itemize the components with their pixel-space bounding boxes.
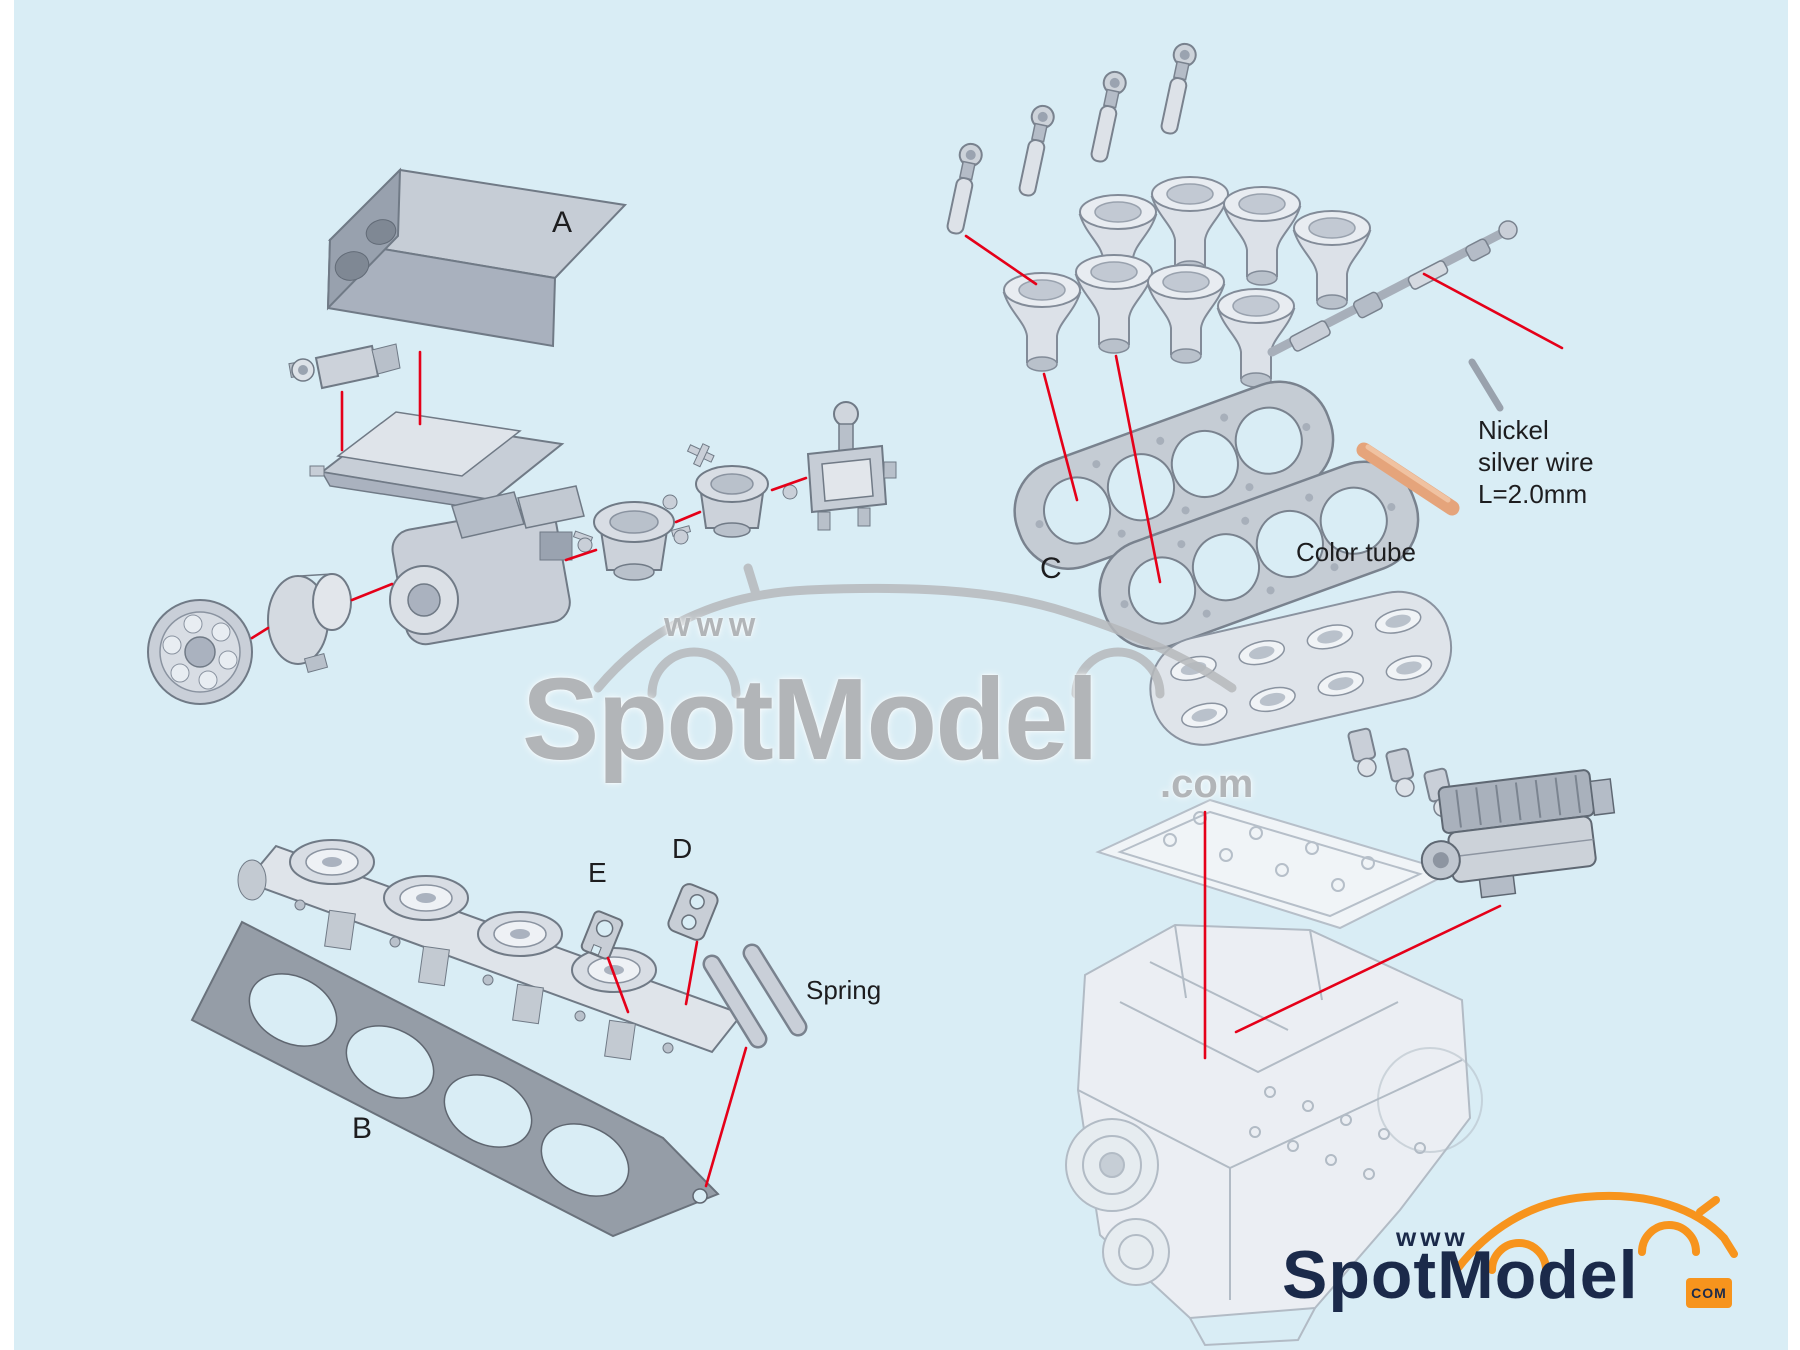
- logo-car-icon: [1454, 1191, 1738, 1274]
- watermark-car-icon: [593, 563, 1237, 699]
- pulley: [147, 599, 253, 705]
- nickel-wire-caption-line3: L=2.0mm: [1478, 479, 1588, 509]
- part-label-b: B: [352, 1112, 373, 1145]
- metering-unit: [806, 401, 897, 531]
- velocity-stacks: [1003, 176, 1371, 388]
- base-plate: [309, 411, 565, 513]
- nickel-wire-caption-line1: Nickel: [1478, 415, 1549, 445]
- instruction-sheet: [14, 0, 1788, 1350]
- starter-motor: [1420, 769, 1616, 899]
- nickel-wire-caption-line2: silver wire: [1478, 447, 1594, 477]
- fuel-rail: [1267, 220, 1518, 357]
- gasket-strip-b: [190, 920, 720, 1238]
- watermark-www: www: [664, 606, 762, 644]
- spring-caption: Spring: [806, 975, 882, 1005]
- logo-brand: SpotModel: [1282, 1237, 1639, 1313]
- nickel-silver-wire: [1468, 358, 1504, 412]
- cylinder-head: [1095, 798, 1455, 930]
- springs: [702, 943, 808, 1049]
- part-label-e: E: [588, 857, 607, 888]
- logo-www: www: [1396, 1222, 1469, 1252]
- gasket-d: [667, 883, 719, 941]
- carburetor-top-2: [662, 443, 798, 538]
- logo-com-badge: COM: [1686, 1278, 1732, 1308]
- color-tube-caption: Color tube: [1296, 537, 1416, 567]
- gasket-e: [580, 910, 624, 960]
- distributor-cone: [267, 573, 352, 673]
- watermark-brand: SpotModel: [522, 654, 1099, 784]
- color-tube: [1356, 442, 1460, 516]
- part-label-c: C: [1040, 552, 1062, 585]
- part-label-d: D: [672, 833, 693, 864]
- watermark-com: .com: [1160, 762, 1254, 806]
- part-label-a: A: [552, 206, 573, 239]
- alternator-body: [389, 485, 585, 646]
- airbox-part-a: [326, 167, 628, 348]
- carburetor-top-1: [572, 501, 692, 581]
- mounting-bracket: [288, 343, 401, 390]
- intake-trumpets-assembly: [1149, 590, 1495, 840]
- red-connector-lines: [250, 234, 1564, 1188]
